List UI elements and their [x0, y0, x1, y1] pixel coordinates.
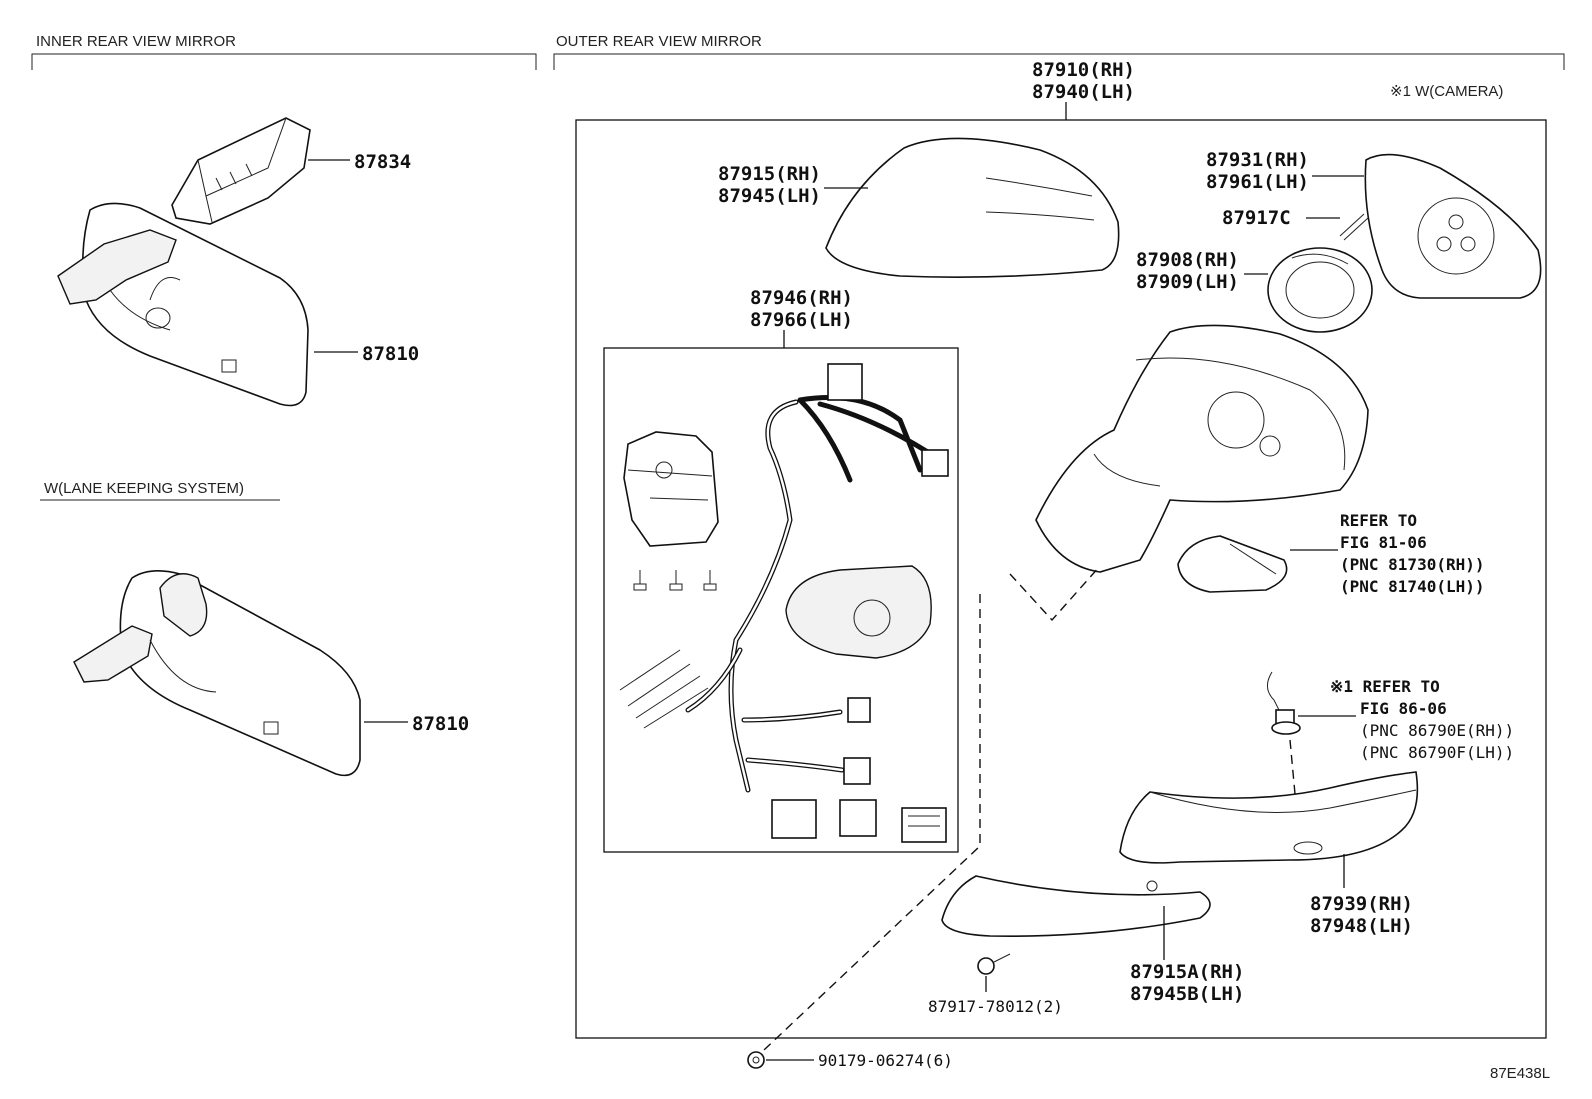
screw-87917C [1339, 213, 1369, 241]
outer-mirror-housing [1035, 324, 1369, 573]
wire-harness [619, 363, 949, 793]
mirror-actuator-87908 [1267, 247, 1373, 333]
part-number-87810-upper: 87810 [362, 343, 419, 365]
lower-cover-number-rh: 87939(RH) [1310, 893, 1413, 915]
outer-mirror-section-title: OUTER REAR VIEW MIRROR [556, 33, 762, 50]
inner-mirror-lane-keeping-87810 [73, 570, 361, 777]
part-number-87810-lower: 87810 [412, 713, 469, 735]
inner-mirror-section-title: INNER REAR VIEW MIRROR [36, 33, 236, 50]
bolt-number: 87917-78012(2) [928, 997, 1063, 1016]
camera-ref-line2: FIG 86-06 [1360, 699, 1447, 718]
camera-ref-line4: (PNC 86790F(LH)) [1360, 743, 1514, 762]
clip-90179-06274 [747, 1051, 765, 1069]
camera-variant-note: ※1 W(CAMERA) [1390, 83, 1503, 100]
harness-number-lh: 87966(LH) [750, 309, 853, 331]
screw-number: 87917C [1222, 207, 1291, 229]
clip-number: 90179-06274(6) [818, 1051, 953, 1070]
fold-motor-unit [623, 431, 719, 547]
assembly-number-lh: 87940(LH) [1032, 81, 1135, 103]
lane-keeping-section-title: W(LANE KEEPING SYSTEM) [44, 480, 244, 497]
assembly-number-rh: 87910(RH) [1032, 59, 1135, 81]
glass-number-rh: 87931(RH) [1206, 149, 1309, 171]
turn-signal-ref-line1: REFER TO [1340, 511, 1417, 530]
lower-cover-number-lh: 87948(LH) [1310, 915, 1413, 937]
figure-id: 87E438L [1490, 1065, 1550, 1082]
bolt-87917-78012 [977, 953, 1011, 975]
turn-signal-ref-line3: (PNC 81730(RH)) [1340, 555, 1485, 574]
cover-number-lh: 87945(LH) [718, 185, 821, 207]
part-number-87834: 87834 [354, 151, 411, 173]
outer-mirror-assembly-frame [575, 119, 1547, 1039]
inner-section-bracket [31, 53, 537, 70]
harness-mirror-gasket [785, 565, 932, 659]
mirror-cover-87915 [825, 137, 1120, 278]
mirror-glass-87931 [1364, 153, 1542, 299]
harness-connectors [771, 799, 947, 843]
actuator-number-rh: 87908(RH) [1136, 249, 1239, 271]
mirror-lower-cover-87939 [1119, 771, 1419, 864]
inner-mirror-87810 [57, 202, 309, 407]
glass-number-lh: 87961(LH) [1206, 171, 1309, 193]
harness-kit-box [603, 347, 959, 853]
harness-number-rh: 87946(RH) [750, 287, 853, 309]
actuator-number-lh: 87909(LH) [1136, 271, 1239, 293]
camera-ref-line1: ※1 REFER TO [1330, 677, 1440, 696]
camera-ref-line3: (PNC 86790E(RH)) [1360, 721, 1514, 740]
garnish-number-lh: 87945B(LH) [1130, 983, 1244, 1005]
turn-signal-ref-line2: FIG 81-06 [1340, 533, 1427, 552]
mirror-stay-cover-87834 [171, 117, 311, 225]
clip-install-line [763, 594, 981, 1051]
outer-section-bracket [553, 53, 1565, 70]
housing-install-line [1009, 565, 1101, 622]
motor-screws [633, 570, 717, 591]
side-camera [1267, 671, 1301, 735]
garnish-number-rh: 87915A(RH) [1130, 961, 1244, 983]
mirror-garnish-87915A [941, 875, 1211, 937]
turn-signal-lamp [1177, 535, 1288, 593]
cover-number-rh: 87915(RH) [718, 163, 821, 185]
turn-signal-ref-line4: (PNC 81740(LH)) [1340, 577, 1485, 596]
